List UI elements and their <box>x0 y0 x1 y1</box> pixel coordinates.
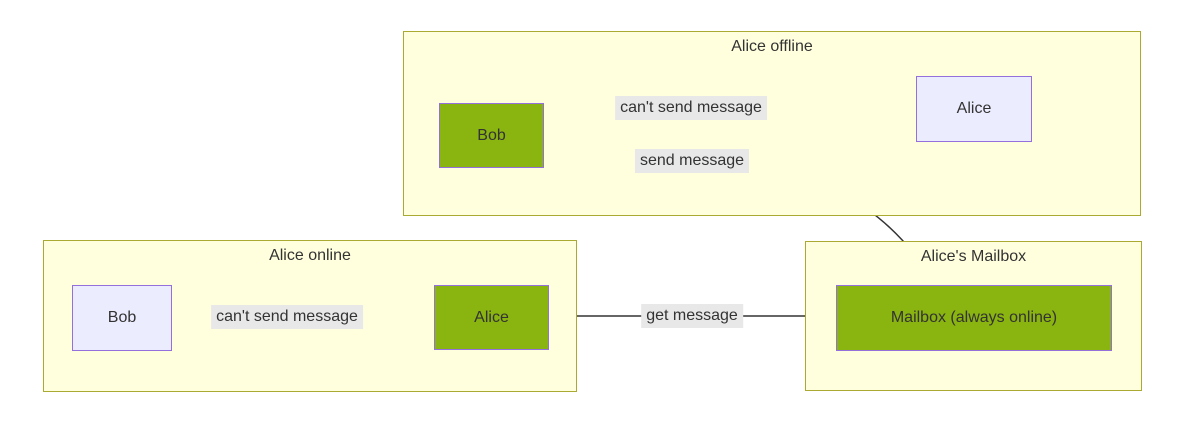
node-label: Alice <box>956 100 992 117</box>
edge-label-cant-send-message-offline: can't send message <box>615 96 767 120</box>
node-label: Bob <box>477 126 506 144</box>
subgraph-title-alices-mailbox: Alice's Mailbox <box>920 248 1027 265</box>
node-bob-offline: Bob <box>439 103 544 168</box>
node-label: Bob <box>107 309 137 326</box>
subgraph-title-alice-online: Alice online <box>269 247 351 264</box>
edge-label-cant-send-message-online: can't send message <box>211 305 363 329</box>
node-bob-online: Bob <box>72 285 172 351</box>
edge-label-get-message: get message <box>641 304 743 328</box>
node-alice-offline: Alice <box>916 76 1032 142</box>
subgraph-alice-offline: Alice offline Bob Alice <box>403 31 1141 216</box>
node-label: Alice <box>474 308 509 326</box>
node-mailbox: Mailbox (always online) <box>836 285 1112 351</box>
edge-label-send-message: send message <box>634 149 750 173</box>
node-label: Mailbox (always online) <box>890 309 1058 326</box>
subgraph-title-alice-offline: Alice offline <box>731 38 813 55</box>
subgraph-alices-mailbox: Alice's Mailbox Mailbox (always online) <box>805 241 1142 391</box>
node-alice-online: Alice <box>434 285 549 350</box>
